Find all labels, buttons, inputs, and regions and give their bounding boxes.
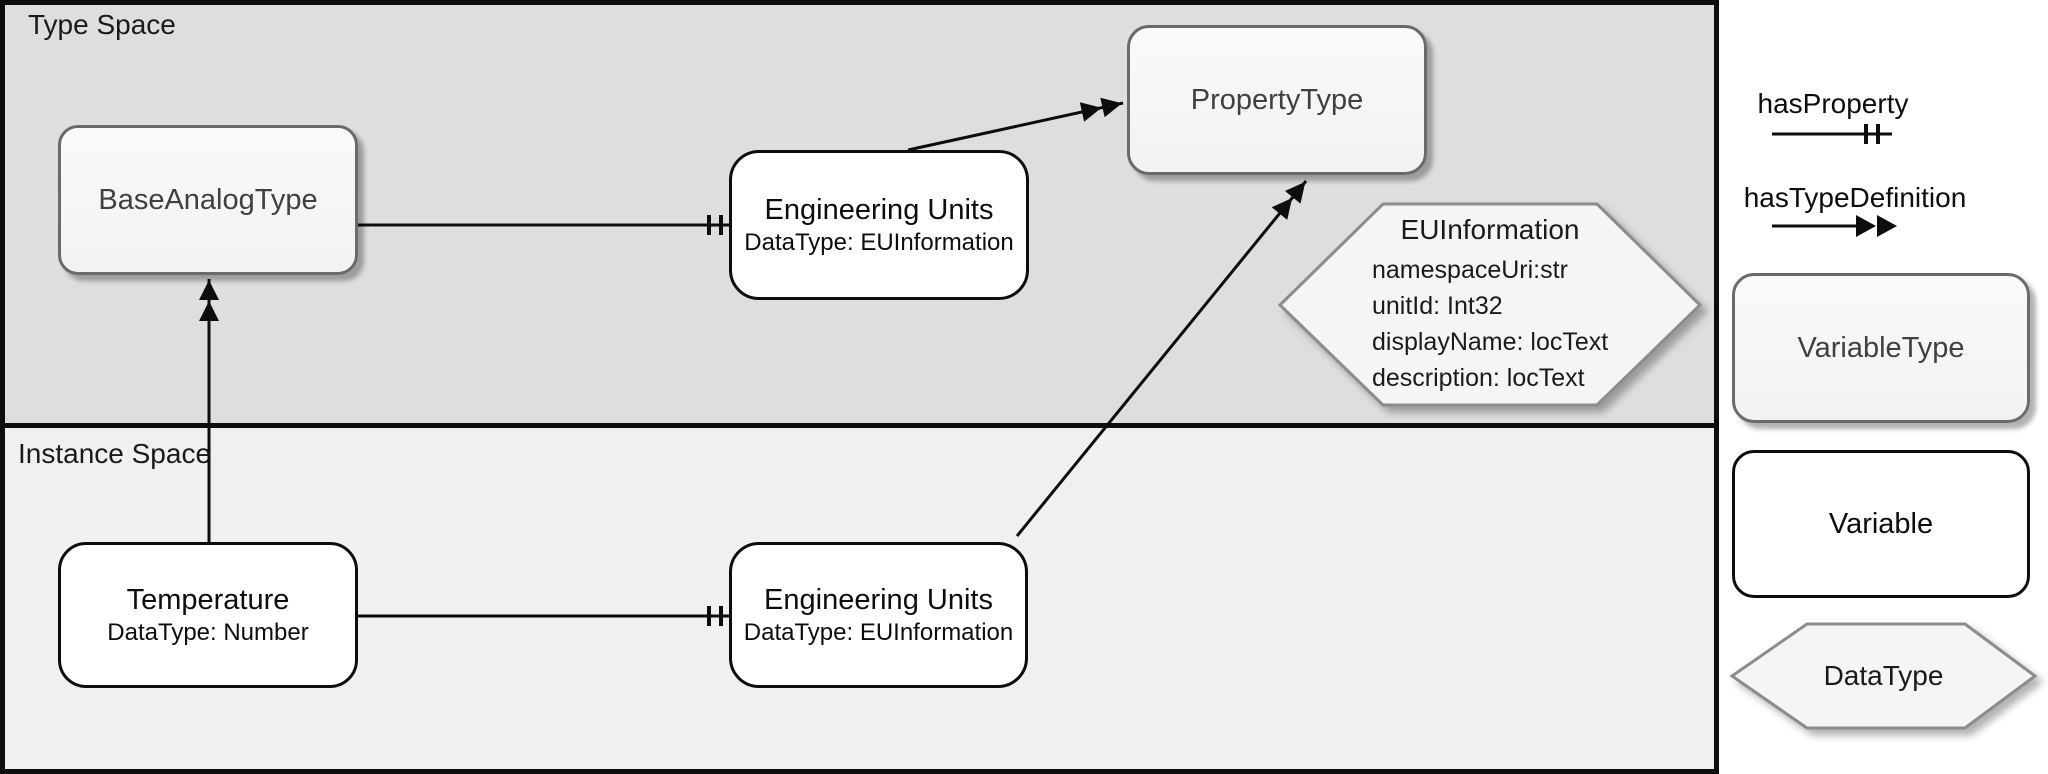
node-label: VariableType [1797, 332, 1965, 364]
has-property-arrow-icon [1772, 124, 1892, 144]
legend-data-type-node: DataType [1729, 622, 2038, 730]
node-datatype-text: DataType: EUInformation [744, 229, 1014, 256]
node-label: Variable [1828, 508, 1934, 540]
legend-variable-type-node: VariableType [1732, 273, 2030, 423]
node-label: Engineering Units [764, 584, 993, 616]
legend-variable-node: Variable [1732, 450, 2030, 598]
node-eu-information: EUInformation namespaceUri:str unitId: I… [1277, 202, 1703, 407]
has-type-definition-arrow-icon [1772, 215, 1897, 237]
node-label: Temperature [126, 584, 290, 616]
node-engineering-units-instance: Engineering Units DataType: EUInformatio… [729, 542, 1028, 688]
attribute-line: description: locText [1372, 364, 1585, 392]
node-base-analog-type: BaseAnalogType [58, 125, 358, 275]
attribute-line: displayName: locText [1372, 328, 1609, 356]
legend-has-type-definition-label: hasTypeDefinition [1743, 182, 1967, 213]
main-diagram: Type Space Instance Space BaseAnalogType [0, 0, 1719, 774]
node-datatype-text: DataType: Number [107, 619, 309, 646]
hexagon-shape [1729, 622, 2038, 730]
hexagon-title: EUInformation [1400, 214, 1580, 245]
hexagon-shape [1277, 202, 1703, 407]
attribute-line: unitId: Int32 [1372, 292, 1503, 320]
node-label: BaseAnalogType [98, 184, 318, 216]
node-datatype-text: DataType: EUInformation [743, 619, 1014, 646]
node-label: Engineering Units [764, 194, 994, 226]
node-label: DataType [1823, 660, 1944, 691]
legend-has-property-label: hasProperty [1757, 88, 1909, 119]
node-temperature: Temperature DataType: Number [58, 542, 358, 688]
hexagon-attributes: namespaceUri:str unitId: Int32 displayNa… [1372, 252, 1608, 396]
node-label: PropertyType [1190, 84, 1364, 116]
instance-space-label: Instance Space [18, 438, 212, 469]
node-property-type: PropertyType [1127, 25, 1427, 175]
attribute-line: namespaceUri:str [1372, 256, 1568, 284]
node-engineering-units-type: Engineering Units DataType: EUInformatio… [729, 150, 1029, 300]
type-space-label: Type Space [28, 9, 176, 40]
